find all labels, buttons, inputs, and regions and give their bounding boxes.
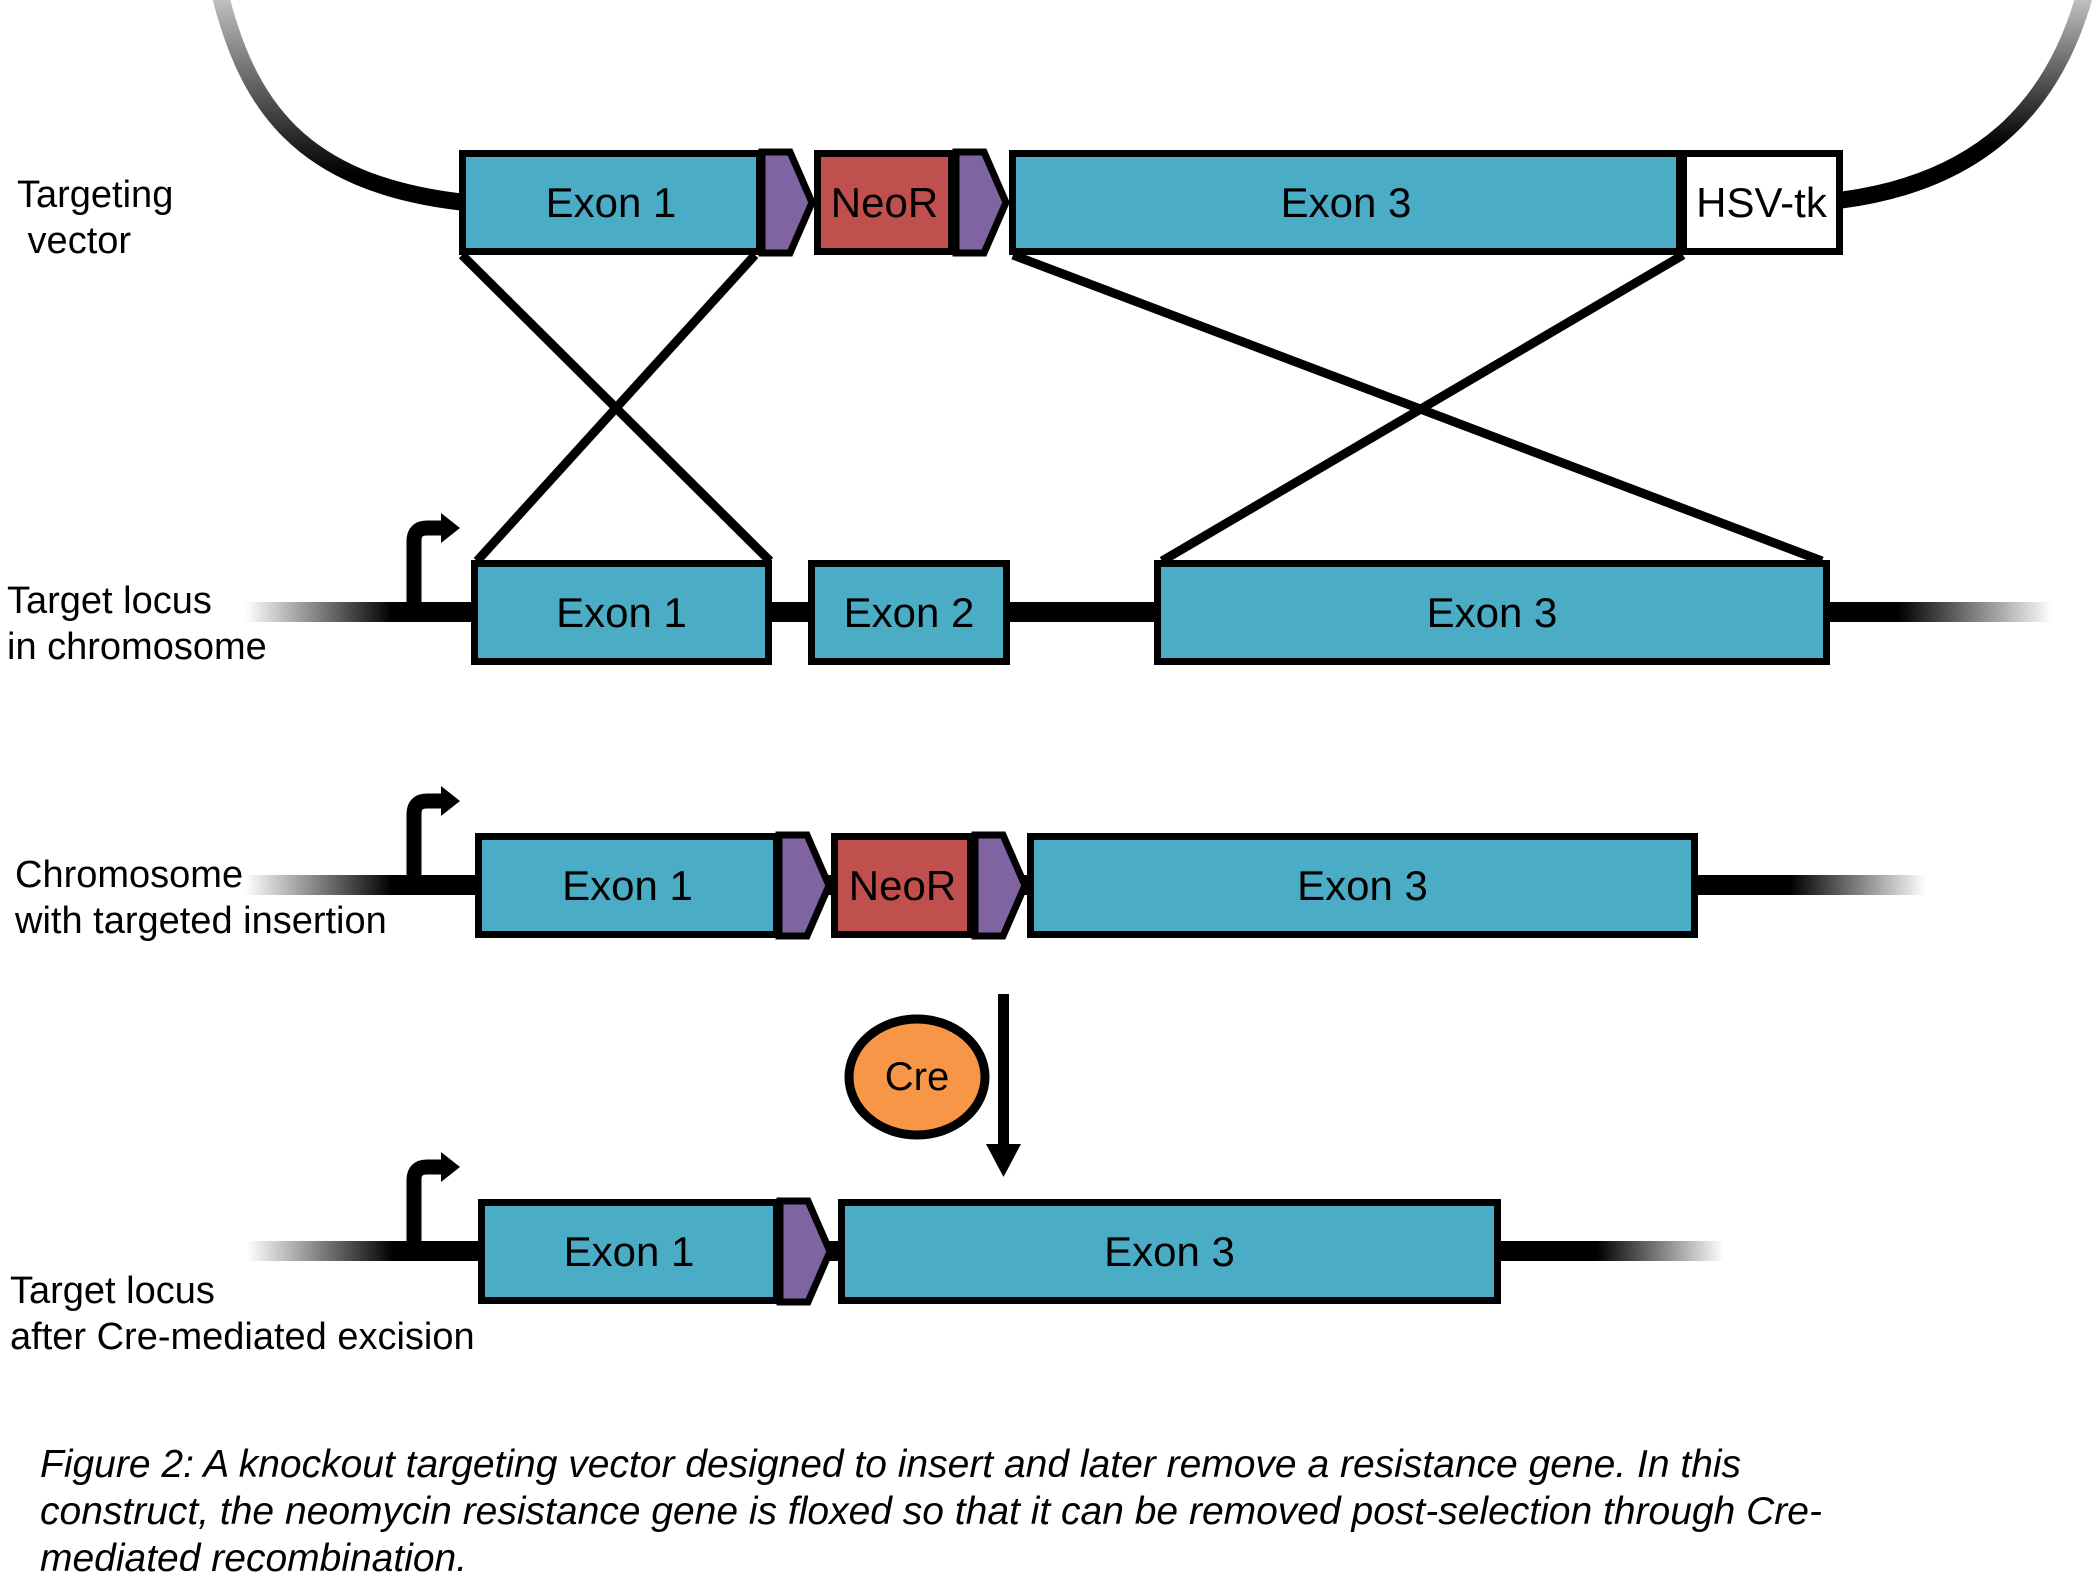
row-label-targeted-insertion: Chromosome with targeted insertion bbox=[15, 854, 387, 942]
loxp-site-icon-vector-left bbox=[758, 148, 816, 257]
loxp-site-icon-vector-right bbox=[952, 148, 1010, 257]
figure-caption: Figure 2: A knockout targeting vector de… bbox=[40, 1441, 1960, 1582]
excised-exon3-box: Exon 3 bbox=[838, 1199, 1501, 1304]
cre-enzyme-icon bbox=[844, 1014, 990, 1140]
vector-exon3-box: Exon 3 bbox=[1009, 150, 1683, 255]
plasmid-backbone-curve-left bbox=[212, 0, 462, 211]
promoter-arrow-icon-after-excision bbox=[406, 1152, 460, 1256]
vector-neor-box: NeoR bbox=[814, 150, 955, 255]
loxp-site-icon-insertion-right bbox=[971, 831, 1029, 940]
row-label-target-locus: Target locus in chromosome bbox=[7, 580, 267, 668]
locus-exon3-box: Exon 3 bbox=[1154, 560, 1830, 665]
loxp-site-icon-after-excision bbox=[776, 1197, 834, 1306]
insertion-neor-box: NeoR bbox=[831, 833, 974, 938]
locus-exon2-box: Exon 2 bbox=[808, 560, 1010, 665]
loxp-site-icon-insertion-left bbox=[775, 831, 833, 940]
crossover-lines bbox=[458, 250, 1824, 566]
vector-exon1-box: Exon 1 bbox=[459, 150, 763, 255]
crossover-line-right-b bbox=[1159, 251, 1686, 565]
row-label-targeting-vector: Targeting vector bbox=[17, 174, 174, 262]
promoter-arrow-icon-target-locus bbox=[406, 513, 460, 617]
crossover-line-left-b bbox=[473, 251, 759, 565]
caption-line-1: Figure 2: A knockout targeting vector de… bbox=[40, 1443, 1742, 1486]
excised-exon1-box: Exon 1 bbox=[478, 1199, 780, 1304]
caption-line-3: mediated recombination. bbox=[40, 1537, 468, 1580]
locus-exon1-box: Exon 1 bbox=[471, 560, 772, 665]
cre-enzyme-label: Cre bbox=[884, 1055, 950, 1099]
insertion-exon3-box: Exon 3 bbox=[1027, 833, 1698, 938]
promoter-arrow-icon-targeted-insertion bbox=[406, 786, 460, 890]
cre-excision-arrow bbox=[986, 994, 1021, 1177]
caption-line-2: construct, the neomycin resistance gene … bbox=[40, 1490, 1822, 1533]
row-label-after-excision: Target locus after Cre-mediated excision bbox=[10, 1270, 475, 1358]
insertion-exon1-box: Exon 1 bbox=[475, 833, 780, 938]
vector-hsvtk-box: HSV-tk bbox=[1680, 150, 1843, 255]
plasmid-backbone-curve-right bbox=[1840, 0, 2092, 209]
